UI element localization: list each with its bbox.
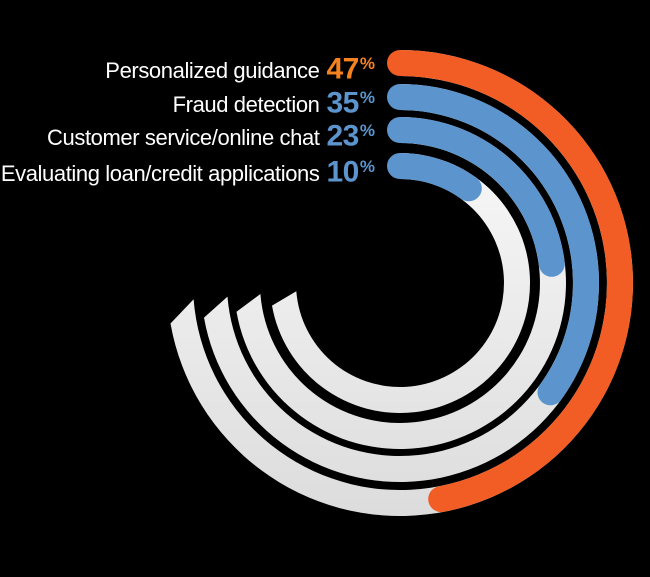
legend-label: Personalized guidance — [105, 57, 320, 83]
legend-row: Customer service/online chat 23% — [0, 116, 375, 153]
legend-value: 35% — [327, 83, 376, 118]
legend-value: 10% — [327, 152, 376, 187]
gauge-arc-0 — [387, 50, 633, 513]
legend-value: 47% — [327, 49, 376, 84]
percent-sign: % — [359, 87, 375, 107]
gauge-track-3 — [272, 153, 531, 413]
legend-value-number: 35 — [326, 85, 360, 119]
legend-value: 23% — [327, 116, 376, 151]
legend-row: Evaluating loan/credit applications 10% — [0, 152, 375, 189]
legend-row: Fraud detection 35% — [0, 83, 375, 120]
gauge-arcs-layer — [387, 50, 633, 513]
percent-sign: % — [359, 53, 375, 73]
percent-sign: % — [359, 156, 375, 176]
legend-value-number: 47 — [326, 51, 360, 85]
gauge-arc-3 — [387, 152, 482, 202]
legend-label: Evaluating loan/credit applications — [0, 160, 320, 186]
percent-sign: % — [359, 120, 375, 140]
legend-value-number: 10 — [326, 154, 360, 188]
legend-value-number: 23 — [326, 118, 360, 152]
legend-row: Personalized guidance 47% — [0, 49, 375, 86]
gauge-arc-2 — [387, 117, 565, 277]
legend-label: Customer service/online chat — [47, 124, 320, 150]
legend-label: Fraud detection — [172, 91, 320, 117]
gauge-arc-1 — [387, 84, 599, 406]
